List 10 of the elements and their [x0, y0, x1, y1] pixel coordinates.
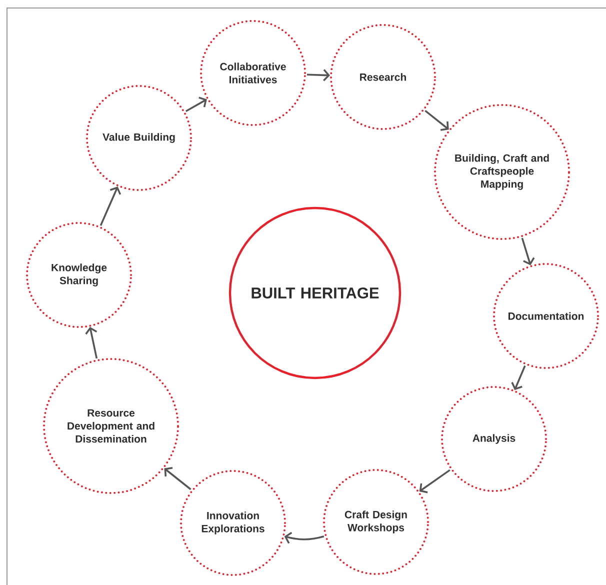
arrow	[85, 326, 98, 359]
arrow	[284, 532, 324, 544]
arrow	[419, 469, 450, 494]
arrow	[100, 186, 122, 226]
arrow	[521, 238, 535, 266]
arrow	[306, 69, 330, 82]
arrow	[424, 110, 449, 131]
arrow	[164, 466, 192, 490]
arrow	[511, 365, 526, 390]
arrow	[185, 96, 207, 112]
